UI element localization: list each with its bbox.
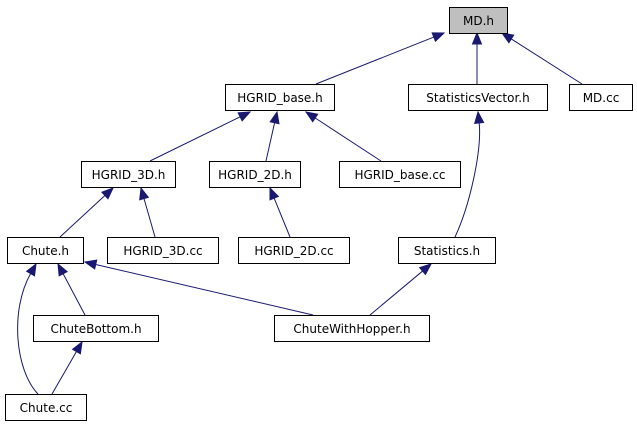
edge-chute-cc-to-chutebottom-h <box>51 340 83 395</box>
edge-chute-cc-to-chutebottom-h-line <box>51 351 77 395</box>
edge-hgrid-2d-cc-to-hgrid-2d-h-line <box>273 197 291 238</box>
node-hgrid-3d-cc-box[interactable] <box>107 237 219 264</box>
node-hgrid-3d-h-box[interactable] <box>81 161 176 188</box>
edge-statistics-h-to-statvec-h-arrowhead <box>473 110 485 124</box>
edge-chutewithhopper-h-to-chute-h <box>83 259 314 316</box>
node-hgrid-base-cc[interactable]: HGRID_base.cc <box>339 161 461 188</box>
edge-chutewithhopper-h-to-chute-h-line <box>95 264 314 316</box>
edge-chutebottom-h-to-chute-h <box>57 262 86 316</box>
edge-hgrid-2d-cc-to-hgrid-2d-h <box>269 186 291 238</box>
node-hgrid-base-h[interactable]: HGRID_base.h <box>225 84 335 111</box>
node-hgrid-base-cc-label: HGRID_base.cc <box>354 168 445 182</box>
edge-chutebottom-h-to-chute-h-line <box>62 273 86 316</box>
edge-hgrid-base-cc-to-hgrid-base-h-arrowhead <box>304 111 319 123</box>
node-hgrid-3d-h[interactable]: HGRID_3D.h <box>81 161 176 188</box>
node-chutebottom-h[interactable]: ChuteBottom.h <box>33 315 159 342</box>
node-hgrid-base-h-box[interactable] <box>225 84 335 111</box>
edge-statvec-h-to-md-h <box>471 31 483 84</box>
node-statistics-h-label: Statistics.h <box>414 244 480 258</box>
node-md-cc-label: MD.cc <box>583 91 620 105</box>
edge-chute-cc-to-chutebottom-h-arrowhead <box>71 340 83 355</box>
edge-hgrid-2d-h-to-hgrid-base-h-arrowhead <box>269 110 280 125</box>
node-chutewithhopper-h-label: ChuteWithHopper.h <box>293 322 410 336</box>
node-statvec-h-label: StatisticsVector.h <box>426 91 529 105</box>
edge-statvec-h-to-md-h-arrowhead <box>471 31 483 45</box>
node-chute-cc-label: Chute.cc <box>20 401 73 415</box>
edge-hgrid-3d-h-to-hgrid-base-h <box>149 111 252 162</box>
node-chute-cc-box[interactable] <box>5 394 87 421</box>
edge-statistics-h-to-statvec-h-line <box>454 122 481 238</box>
edge-chutewithhopper-h-to-statistics-h-arrowhead <box>418 263 433 276</box>
edge-chutewithhopper-h-to-chute-h-arrowhead <box>83 259 98 270</box>
node-md-h-box[interactable] <box>449 7 508 34</box>
node-hgrid-3d-cc[interactable]: HGRID_3D.cc <box>107 237 219 264</box>
edge-chute-cc-to-chute-h-line <box>17 273 39 395</box>
edges-layer <box>17 31 583 395</box>
node-md-h[interactable]: MD.h <box>449 7 508 34</box>
node-md-cc[interactable]: MD.cc <box>569 84 633 111</box>
edge-hgrid-3d-cc-to-hgrid-3d-h-line <box>143 198 156 238</box>
node-chute-h-box[interactable] <box>7 237 84 264</box>
edge-chute-h-to-hgrid-3d-h-arrowhead <box>100 187 114 200</box>
node-hgrid-2d-h-label: HGRID_2D.h <box>218 168 292 182</box>
node-hgrid-3d-cc-label: HGRID_3D.cc <box>123 244 202 258</box>
node-statvec-h-box[interactable] <box>408 84 548 111</box>
edge-hgrid-3d-h-to-hgrid-base-h-arrowhead <box>237 111 252 122</box>
edge-hgrid-base-cc-to-hgrid-base-h-line <box>314 117 382 162</box>
node-statistics-h-box[interactable] <box>398 237 496 264</box>
edge-hgrid-2d-cc-to-hgrid-2d-h-arrowhead <box>269 186 280 201</box>
node-chutebottom-h-box[interactable] <box>33 315 159 342</box>
node-chute-h-label: Chute.h <box>22 244 69 258</box>
node-chute-h[interactable]: Chute.h <box>7 237 84 264</box>
node-chutebottom-h-label: ChuteBottom.h <box>50 322 141 336</box>
edge-chutewithhopper-h-to-statistics-h <box>369 263 433 316</box>
edge-chute-h-to-hgrid-3d-h-line <box>59 195 106 238</box>
edge-chute-cc-to-chute-h <box>17 262 39 395</box>
node-hgrid-3d-h-label: HGRID_3D.h <box>92 168 166 182</box>
node-hgrid-base-h-label: HGRID_base.h <box>237 91 322 105</box>
edge-hgrid-base-h-to-md-h <box>315 32 446 85</box>
node-chutewithhopper-h[interactable]: ChuteWithHopper.h <box>274 315 430 342</box>
edge-md-cc-to-md-h-line <box>511 38 583 85</box>
edge-chutewithhopper-h-to-statistics-h-line <box>369 270 423 316</box>
edge-statistics-h-to-statvec-h <box>454 110 485 238</box>
edge-md-cc-to-md-h-arrowhead <box>500 32 515 44</box>
edge-hgrid-3d-h-to-hgrid-base-h-line <box>149 116 241 162</box>
edge-hgrid-3d-cc-to-hgrid-3d-h-arrowhead <box>139 186 150 201</box>
node-chute-cc[interactable]: Chute.cc <box>5 394 87 421</box>
node-hgrid-base-cc-box[interactable] <box>339 161 461 188</box>
node-statvec-h[interactable]: StatisticsVector.h <box>408 84 548 111</box>
edge-hgrid-base-h-to-md-h-line <box>315 36 434 85</box>
node-md-cc-box[interactable] <box>569 84 633 111</box>
edge-chute-cc-to-chute-h-arrowhead <box>25 262 37 277</box>
edge-chute-h-to-hgrid-3d-h <box>59 187 114 238</box>
edge-hgrid-2d-h-to-hgrid-base-h-line <box>265 122 276 162</box>
node-statistics-h[interactable]: Statistics.h <box>398 237 496 264</box>
node-chutewithhopper-h-box[interactable] <box>274 315 430 342</box>
node-hgrid-2d-h-box[interactable] <box>209 161 301 188</box>
edge-chutebottom-h-to-chute-h-arrowhead <box>57 262 69 277</box>
edge-md-cc-to-md-h <box>500 32 583 85</box>
node-hgrid-2d-cc-label: HGRID_2D.cc <box>254 244 333 258</box>
node-hgrid-2d-h[interactable]: HGRID_2D.h <box>209 161 301 188</box>
node-hgrid-2d-cc-box[interactable] <box>238 237 350 264</box>
edge-hgrid-2d-h-to-hgrid-base-h <box>265 110 280 162</box>
node-md-h-label: MD.h <box>463 14 494 28</box>
edge-hgrid-base-cc-to-hgrid-base-h <box>304 111 382 162</box>
edge-hgrid-3d-cc-to-hgrid-3d-h <box>139 186 156 238</box>
node-hgrid-2d-cc[interactable]: HGRID_2D.cc <box>238 237 350 264</box>
edge-hgrid-base-h-to-md-h-arrowhead <box>431 32 446 43</box>
